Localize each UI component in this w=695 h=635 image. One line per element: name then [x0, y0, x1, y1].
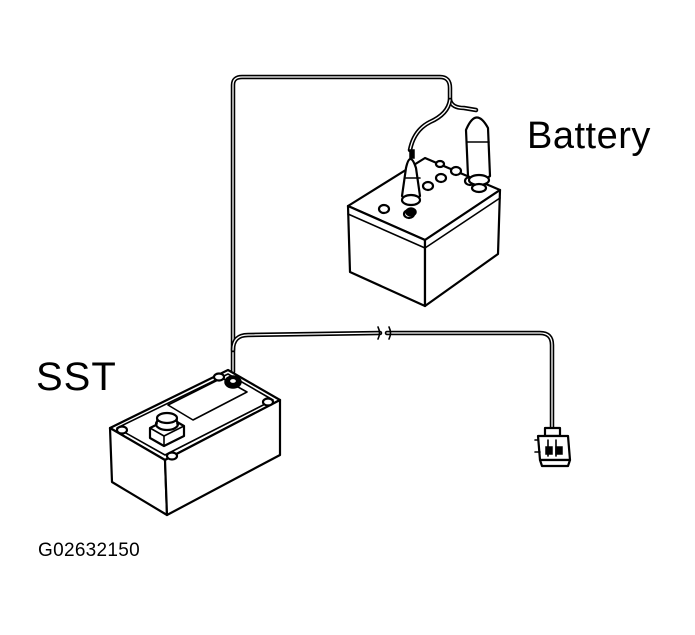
sst-screws: [115, 372, 275, 461]
sst-push-button: [148, 411, 186, 448]
sst-tool: [108, 368, 282, 517]
connector-plug: [534, 426, 572, 468]
battery-cell-caps: [377, 159, 477, 220]
right-battery-clip: [464, 116, 492, 194]
left-battery-clip: [400, 149, 422, 217]
battery: [346, 156, 502, 308]
battery-label: Battery: [527, 115, 651, 157]
figure-code: G02632150: [38, 540, 141, 561]
wire-harness: [230, 74, 555, 431]
sst-label: SST: [36, 355, 117, 399]
